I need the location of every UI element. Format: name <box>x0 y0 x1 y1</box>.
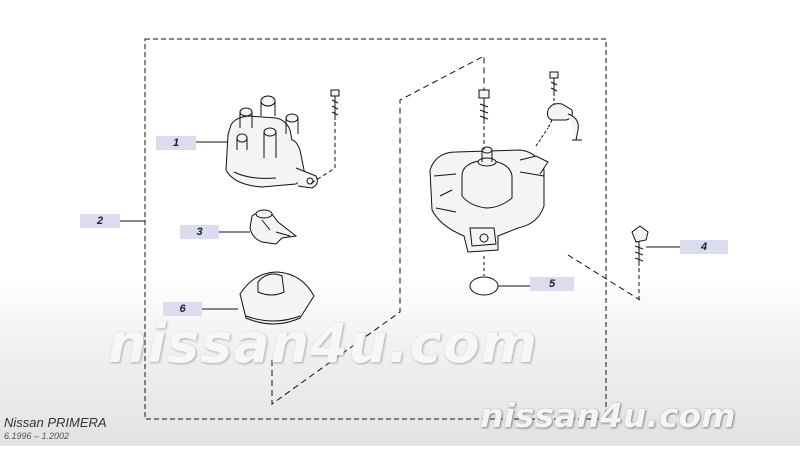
assembly-boundary <box>144 38 607 420</box>
callout-3[interactable]: 3 <box>180 225 219 239</box>
mounting-bolt <box>631 225 649 300</box>
dashed-assembly-path-2 <box>567 254 641 301</box>
seal-cover <box>239 271 315 325</box>
o-ring <box>469 276 499 296</box>
callout-2[interactable]: 2 <box>80 214 120 228</box>
callout-1[interactable]: 1 <box>156 136 196 150</box>
sensor-harness <box>535 71 582 147</box>
vehicle-model: Nissan PRIMERA <box>4 415 107 430</box>
callout-5[interactable]: 5 <box>530 277 574 291</box>
distributor-body <box>429 146 549 253</box>
cap-screw <box>309 89 340 185</box>
dashed-assembly-path <box>271 55 485 405</box>
rotor <box>249 209 298 245</box>
callout-4[interactable]: 4 <box>680 240 728 254</box>
callout-6[interactable]: 6 <box>163 302 202 316</box>
vehicle-dates: 6.1996 – 1.2002 <box>4 431 70 441</box>
distributor-bolt <box>478 89 490 150</box>
watermark-corner: nissan4u.com <box>480 396 736 435</box>
watermark-center: nissan4u.com <box>108 312 539 375</box>
distributor-cap <box>225 95 318 189</box>
